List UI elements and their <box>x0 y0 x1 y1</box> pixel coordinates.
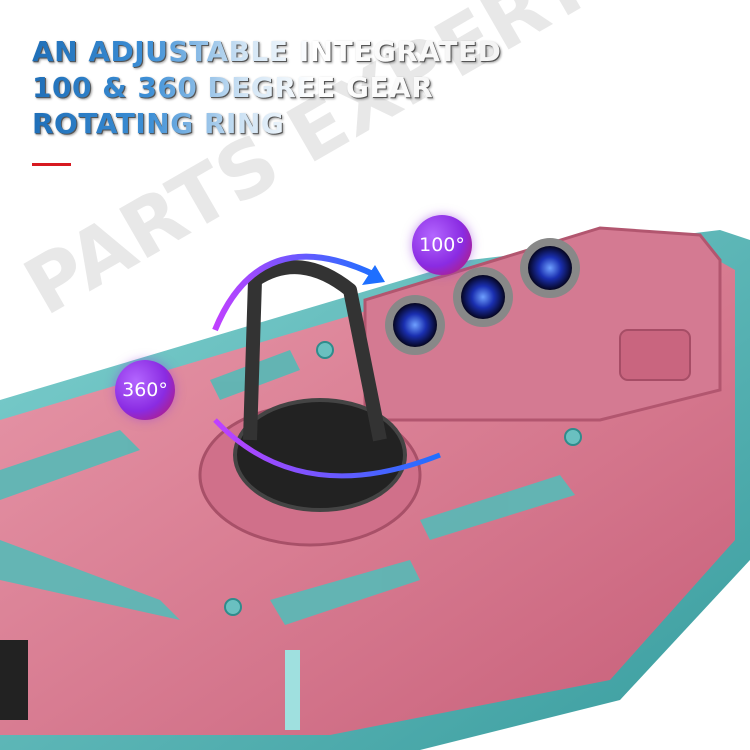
accent-divider <box>32 163 71 166</box>
badge-100-degree: 100° <box>412 215 472 275</box>
badge-360-degree: 360° <box>115 360 175 420</box>
